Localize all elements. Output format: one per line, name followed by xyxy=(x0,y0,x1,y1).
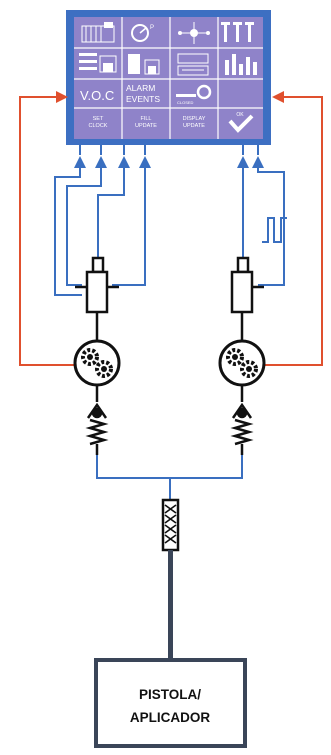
output-hose xyxy=(168,550,173,660)
right-valve xyxy=(230,256,264,340)
ok-label: OK xyxy=(236,112,244,118)
output-box-line1: PISTOLA/ xyxy=(139,687,201,702)
settings-list-icon[interactable] xyxy=(79,53,117,73)
fill-update-line1[interactable]: FILL xyxy=(140,116,151,122)
set-clock-line1[interactable]: SET xyxy=(93,116,104,122)
right-control-lines xyxy=(237,145,285,286)
closed-label: CLOSED xyxy=(177,100,194,105)
alarm-label-line1[interactable]: ALARM xyxy=(126,83,155,93)
svg-text:P: P xyxy=(150,25,154,31)
right-feedback-line xyxy=(262,91,323,366)
panel-grid xyxy=(74,17,263,139)
pressure-gauge-icon[interactable]: P xyxy=(131,24,154,42)
static-mixer xyxy=(161,498,180,552)
panel-screen xyxy=(74,17,263,139)
pulse-signal-icon xyxy=(262,217,287,243)
right-check-valve xyxy=(230,385,254,455)
left-valve xyxy=(75,256,119,340)
left-control-lines xyxy=(54,145,151,296)
checkmark-icon xyxy=(228,114,254,133)
alarm-label-line2[interactable]: EVENTS xyxy=(126,94,160,104)
right-gear-pump xyxy=(218,339,266,387)
control-panel: P xyxy=(66,10,271,145)
left-feedback-line xyxy=(19,91,78,366)
temperature-icon[interactable] xyxy=(128,54,160,75)
ok-button[interactable]: OK xyxy=(228,112,254,133)
tools-icon[interactable] xyxy=(221,22,254,42)
left-check-valve xyxy=(85,385,109,455)
display-update-line1[interactable]: DISPLAY xyxy=(183,116,206,122)
pistola-aplicador-box: PISTOLA/ APLICADOR xyxy=(94,658,247,748)
set-clock-line2[interactable]: CLOCK xyxy=(89,123,108,129)
feedback-lines xyxy=(19,91,323,366)
voc-button[interactable]: V.O.C xyxy=(80,88,114,103)
outlet-manifold xyxy=(96,455,243,500)
closed-key-icon[interactable]: CLOSED xyxy=(176,84,212,105)
display-update-line2[interactable]: UPDATE xyxy=(183,123,205,129)
valve-network-icon[interactable] xyxy=(178,22,210,44)
left-gear-pump xyxy=(73,339,121,387)
bar-levels-icon[interactable] xyxy=(225,54,257,75)
fill-update-line2[interactable]: UPDATE xyxy=(135,123,157,129)
heater-icon[interactable] xyxy=(177,53,209,76)
output-box-line2: APLICADOR xyxy=(130,710,210,725)
factory-icon[interactable] xyxy=(81,22,115,43)
